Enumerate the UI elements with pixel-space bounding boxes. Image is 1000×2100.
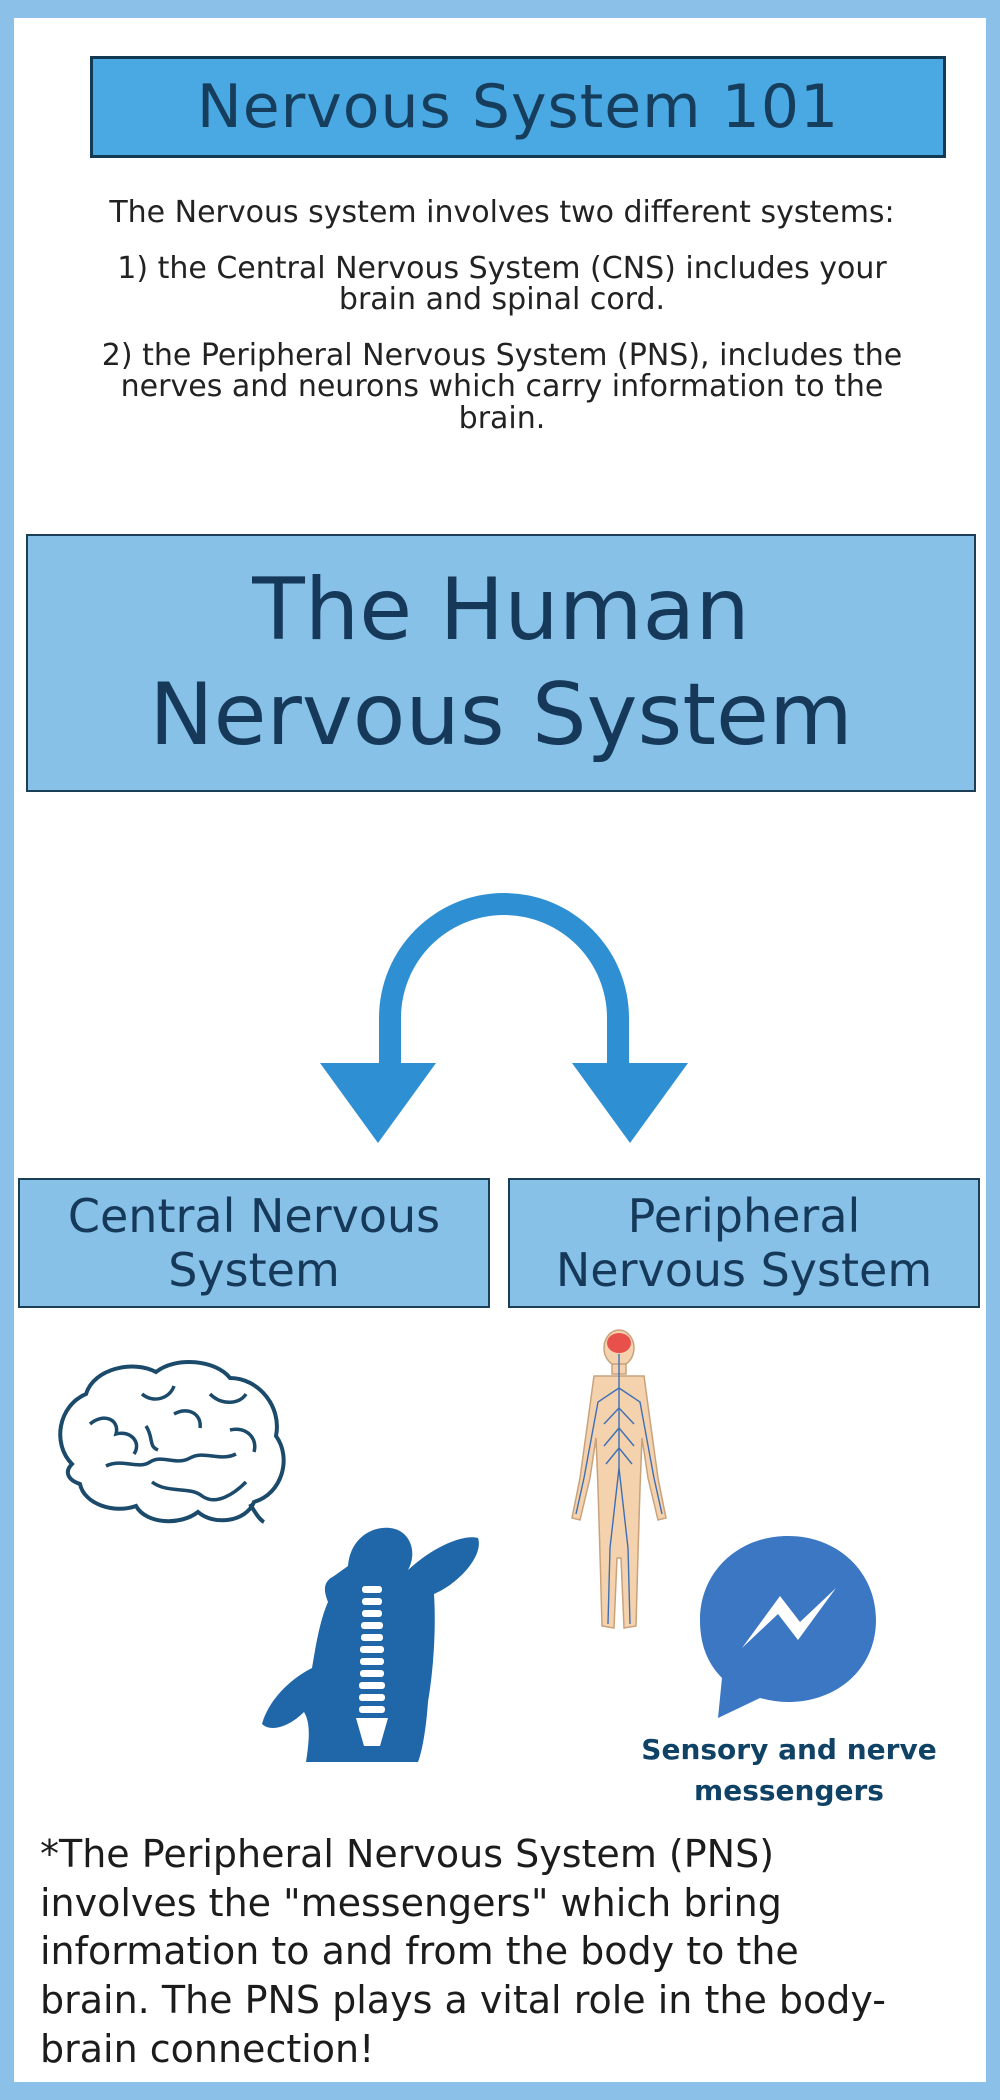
main-heading: The Human Nervous System (26, 534, 976, 792)
messenger-icon (700, 1536, 876, 1718)
intro-point-pns: 2) the Peripheral Nervous System (PNS), … (34, 337, 970, 436)
intro-point-cns-line1: 1) the Central Nervous System (CNS) incl… (117, 250, 887, 286)
messenger-caption: Sensory and nerve messengers (614, 1730, 964, 1811)
cns-box-line1: Central Nervous (67, 1188, 441, 1243)
pns-box: Peripheral Nervous System (508, 1178, 980, 1308)
main-heading-line2: Nervous System (149, 665, 853, 765)
cns-box-line2: System (168, 1243, 340, 1297)
page-title-text: Nervous System 101 (196, 72, 840, 142)
intro-point-pns-line1: 2) the Peripheral Nervous System (PNS), … (101, 337, 903, 373)
split-arrow-icon (320, 893, 688, 1143)
intro-point-cns-line2: brain and spinal cord. (338, 282, 666, 317)
spine-icon (262, 1527, 479, 1762)
nervous-body-icon (571, 1329, 667, 1629)
footnote-line3: information to and from the body to the (40, 1929, 799, 1974)
footnote: *The Peripheral Nervous System (PNS) inv… (40, 1830, 970, 2073)
cns-box: Central Nervous System (18, 1178, 490, 1308)
footnote-line2: involves the "messengers" which bring (40, 1880, 782, 1925)
messenger-caption-line2: messengers (694, 1773, 884, 1807)
intro-section: The Nervous system involves two differen… (34, 195, 970, 458)
messenger-caption-line1: Sensory and nerve (641, 1733, 937, 1766)
intro-point-pns-line2: nerves and neurons which carry informati… (120, 369, 884, 404)
intro-lead: The Nervous system involves two differen… (109, 195, 895, 230)
footnote-line4: brain. The PNS plays a vital role in the… (40, 1977, 886, 2022)
pns-box-line2: Nervous System (555, 1243, 933, 1297)
intro-point-pns-line3: brain. (458, 400, 546, 436)
footnote-line5: brain connection! (40, 2026, 375, 2071)
footnote-line1: *The Peripheral Nervous System (PNS) (40, 1832, 775, 1876)
main-heading-line1: The Human (252, 560, 750, 661)
brain-icon (58, 1360, 286, 1524)
pns-box-line1: Peripheral (627, 1188, 861, 1243)
intro-point-cns: 1) the Central Nervous System (CNS) incl… (34, 250, 970, 317)
page-title: Nervous System 101 (90, 56, 946, 158)
infographic-page: Nervous System 101 The Nervous system in… (14, 18, 986, 2082)
